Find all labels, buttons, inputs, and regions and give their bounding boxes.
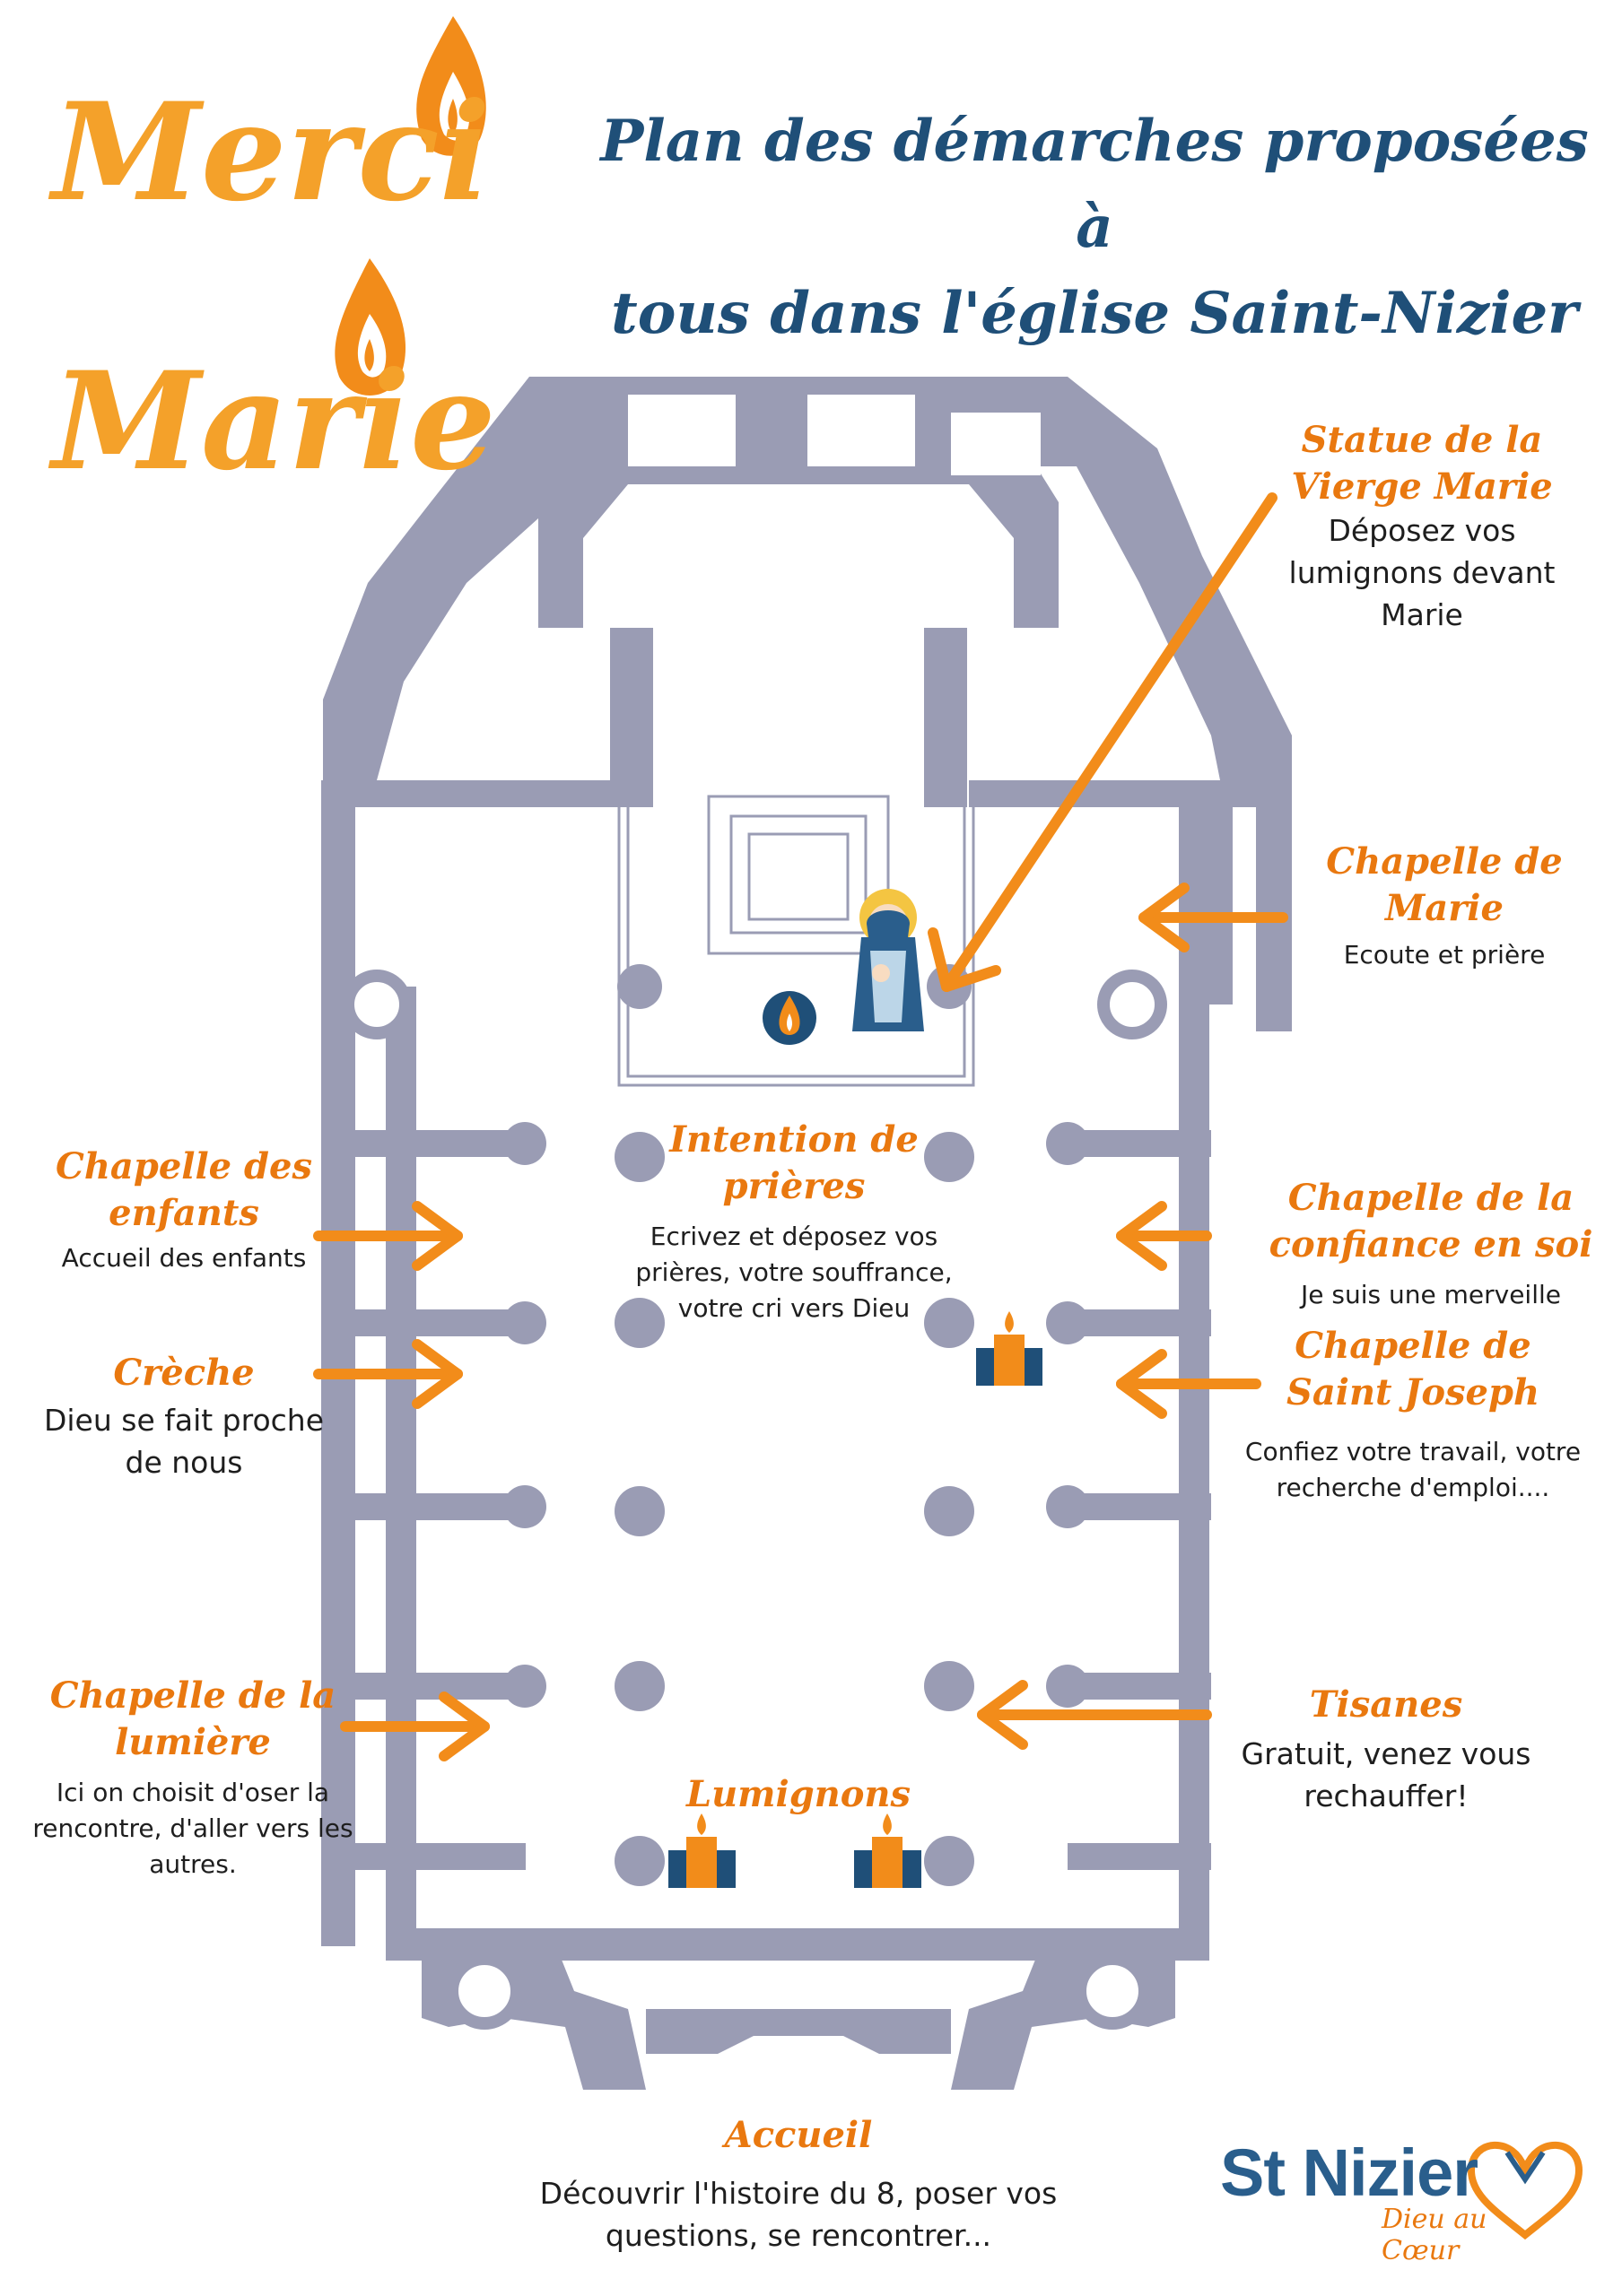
logo-tagline: Dieu au Cœur bbox=[1382, 2204, 1487, 2266]
station-intention-desc2: prières, votre souffrance, bbox=[635, 1257, 953, 1287]
station-confiance-title1: Chapelle de la bbox=[1287, 1177, 1574, 1219]
station-lumiere-title1: Chapelle de la bbox=[49, 1674, 336, 1717]
station-statue-title1: Statue de la bbox=[1301, 419, 1543, 461]
station-joseph-desc2: recherche d'emploi.... bbox=[1276, 1472, 1550, 1502]
page-title: Plan des démarches proposées à tous dans… bbox=[574, 99, 1615, 357]
station-confiance-title2: confiance en soi bbox=[1269, 1223, 1593, 1265]
logo: St Nizier Dieu au Cœur bbox=[1220, 2135, 1516, 2266]
station-tisanes-desc2: rechauffer! bbox=[1304, 1778, 1469, 1813]
station-statue-desc3: Marie bbox=[1381, 596, 1463, 632]
station-accueil-desc1: Découvrir l'histoire du 8, poser vos bbox=[539, 2176, 1058, 2211]
station-lumiere: Chapelle de la lumière Ici on choisit d'… bbox=[22, 1673, 363, 1882]
choir-apse bbox=[538, 430, 1059, 628]
station-creche-desc2: de nous bbox=[125, 1444, 243, 1480]
station-intention-title2: prières bbox=[722, 1165, 866, 1207]
page-title-line2: tous dans l'église Saint-Nizier bbox=[611, 280, 1578, 347]
station-joseph: Chapelle de Saint Joseph Confiez votre t… bbox=[1220, 1323, 1606, 1506]
station-joseph-title2: Saint Joseph bbox=[1286, 1371, 1540, 1413]
station-intention-desc3: votre cri vers Dieu bbox=[677, 1292, 911, 1323]
arrow-statue bbox=[941, 492, 1278, 992]
flame-icon bbox=[335, 258, 406, 396]
station-confiance-desc: Je suis une merveille bbox=[1301, 1280, 1561, 1309]
candle-icon bbox=[976, 1311, 1042, 1386]
station-joseph-desc1: Confiez votre travail, votre bbox=[1244, 1437, 1582, 1466]
station-lumignons-title: Lumignons bbox=[685, 1773, 911, 1815]
station-statue-desc1: Déposez vos bbox=[1328, 513, 1516, 548]
brand-merci: Merci bbox=[52, 74, 491, 231]
station-lumiere-desc1: Ici on choisit d'oser la bbox=[56, 1778, 330, 1807]
station-enfants: Chapelle des enfants Accueil des enfants bbox=[18, 1144, 350, 1276]
station-accueil-desc2: questions, se rencontrer... bbox=[605, 2217, 992, 2253]
station-creche-title: Crèche bbox=[113, 1352, 255, 1394]
station-lumiere-title2: lumière bbox=[115, 1721, 271, 1763]
station-accueil: Accueil Découvrir l'histoire du 8, poser… bbox=[475, 2112, 1121, 2257]
station-statue-title2: Vierge Marie bbox=[1291, 465, 1553, 508]
logo-name: St Nizier bbox=[1220, 2135, 1478, 2210]
nave-pillars bbox=[615, 964, 974, 1886]
station-enfants-title2: enfants bbox=[109, 1192, 259, 1234]
station-chapelle-marie: Chapelle de Marie Ecoute et prière bbox=[1269, 839, 1619, 973]
station-tisanes: Tisanes Gratuit, venez vous rechauffer! bbox=[1216, 1682, 1557, 1818]
candle-icon bbox=[668, 1813, 736, 1888]
station-tisanes-title: Tisanes bbox=[1309, 1683, 1463, 1726]
flame-icon bbox=[763, 991, 816, 1045]
candle-icon bbox=[854, 1813, 921, 1888]
station-chapelle-marie-desc: Ecoute et prière bbox=[1343, 940, 1546, 970]
brand-marie: Marie bbox=[52, 343, 496, 500]
station-enfants-title1: Chapelle des bbox=[56, 1145, 312, 1187]
station-creche: Crèche Dieu se fait proche de nous bbox=[22, 1350, 345, 1484]
heart-icon bbox=[1467, 2141, 1583, 2240]
station-statue-desc2: lumignons devant bbox=[1288, 554, 1556, 590]
station-lumiere-desc3: autres. bbox=[149, 1848, 237, 1879]
station-accueil-title: Accueil bbox=[724, 2114, 873, 2156]
station-enfants-desc: Accueil des enfants bbox=[61, 1243, 307, 1273]
station-intention-desc1: Ecrivez et déposez vos bbox=[650, 1222, 938, 1251]
altar-outline bbox=[707, 795, 890, 955]
transept-left bbox=[321, 780, 628, 987]
flame-icon bbox=[416, 16, 486, 156]
chevet bbox=[323, 377, 1292, 780]
station-intention-title1: Intention de bbox=[669, 1118, 919, 1161]
station-intention: Intention de prières Ecrivez et déposez … bbox=[619, 1117, 969, 1326]
page-title-line1: Plan des démarches proposées à bbox=[600, 108, 1589, 261]
station-creche-desc1: Dieu se fait proche bbox=[43, 1403, 325, 1438]
station-lumiere-desc2: rencontre, d'aller vers les bbox=[32, 1813, 353, 1843]
station-tisanes-desc1: Gratuit, venez vous bbox=[1241, 1736, 1531, 1771]
station-joseph-title1: Chapelle de bbox=[1295, 1325, 1531, 1367]
virgin-mary-statue-icon bbox=[852, 889, 924, 1031]
station-confiance: Chapelle de la confiance en soi Je suis … bbox=[1251, 1175, 1610, 1313]
station-statue: Statue de la Vierge Marie Déposez vos lu… bbox=[1243, 417, 1601, 637]
station-chapelle-marie-title: Chapelle de Marie bbox=[1326, 840, 1563, 929]
transept-right bbox=[969, 780, 1292, 1031]
